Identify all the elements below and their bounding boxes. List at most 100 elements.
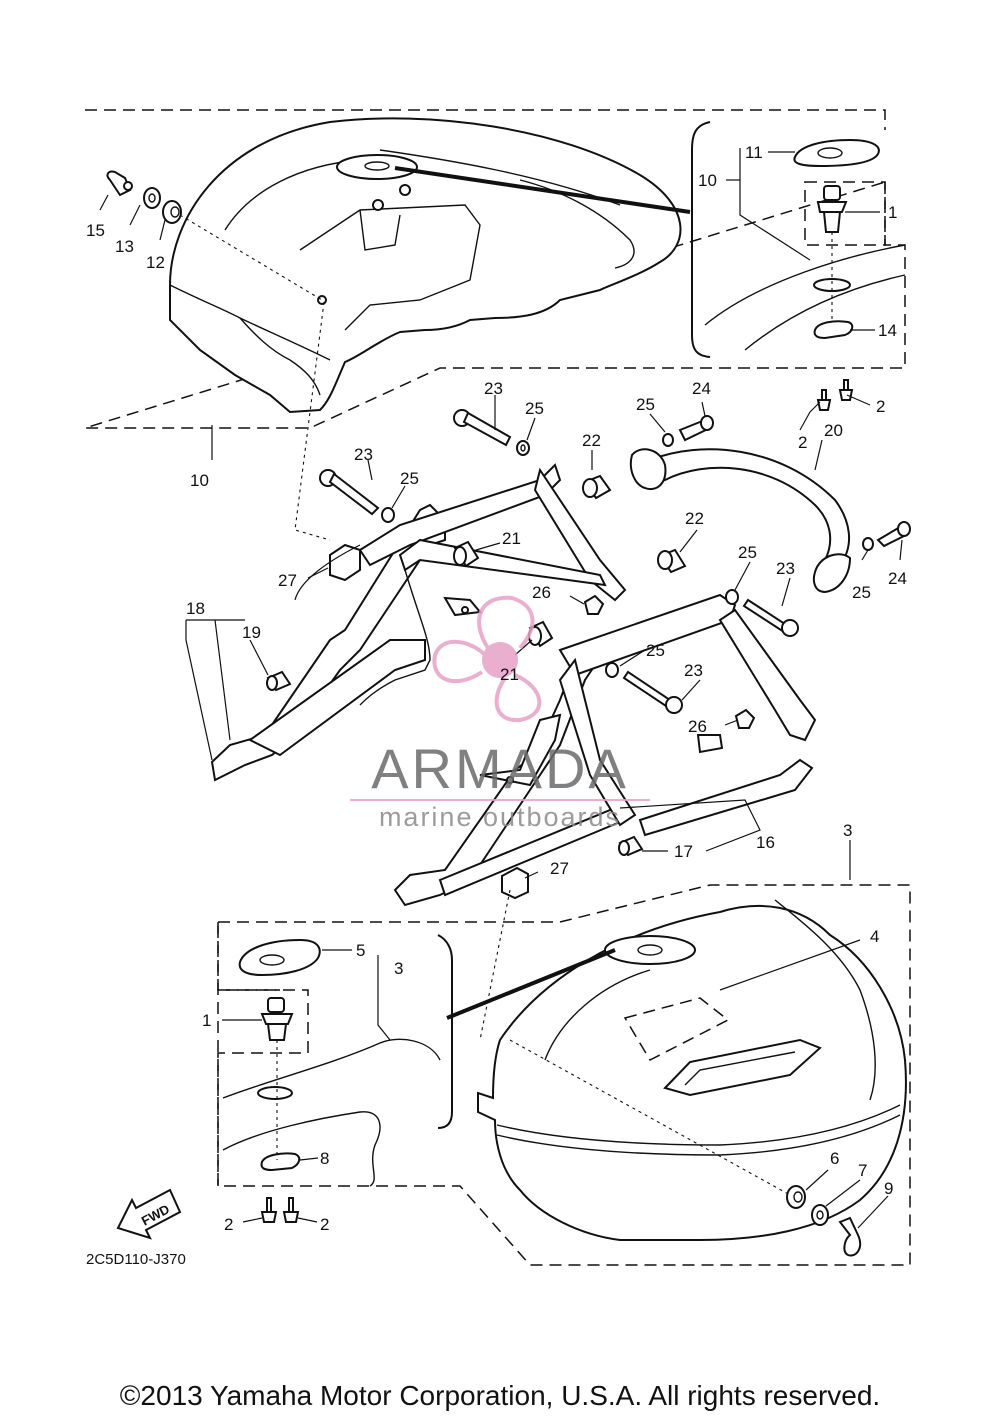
callout-14: 14	[878, 321, 897, 340]
copyright-notice: ©2013 Yamaha Motor Corporation, U.S.A. A…	[119, 1380, 881, 1411]
callout-labels: 11 10 1 14 2 2 15 13 12 10 23 25 25 24 2…	[86, 143, 907, 1234]
callout-23-d: 23	[684, 661, 703, 680]
callout-27-b: 27	[550, 859, 569, 878]
callout-9: 9	[884, 1179, 893, 1198]
part-17-cap	[618, 835, 644, 857]
callout-27-a: 27	[278, 571, 297, 590]
callout-20: 20	[824, 421, 843, 440]
part-1-lock-cylinder	[816, 185, 848, 233]
part-8-lock-plate	[260, 1152, 301, 1172]
callout-25-d: 25	[738, 543, 757, 562]
part-23-bolt-a	[453, 409, 512, 447]
lid-badge-right	[604, 935, 696, 965]
callout-19: 19	[242, 623, 261, 642]
callout-23-c: 23	[776, 559, 795, 578]
callout-1-top: 1	[888, 203, 897, 222]
callout-25-c: 25	[400, 469, 419, 488]
part-2-screw-b	[838, 379, 854, 401]
callout-2-c: 2	[224, 1215, 233, 1234]
part-6-grommet	[786, 1185, 806, 1209]
callout-12: 12	[146, 253, 165, 272]
callout-2-b: 2	[798, 433, 807, 452]
part-21-collar-a	[453, 540, 480, 568]
callout-22-b: 22	[685, 509, 704, 528]
callout-4: 4	[870, 927, 879, 946]
part-7-bolt	[811, 1204, 829, 1226]
callout-21-b: 21	[500, 665, 519, 684]
part-26-nut-a	[583, 594, 605, 615]
callout-23-b: 23	[354, 445, 373, 464]
part-22-collar-b	[657, 548, 687, 574]
leader-lines	[99, 148, 903, 1229]
right-saddlebag-assembly	[217, 544, 911, 1266]
part-27-clip-a	[329, 543, 361, 582]
part-23-bolt-b	[319, 469, 380, 516]
part-12-grommet	[162, 200, 182, 224]
part-25-washer-a	[516, 440, 530, 456]
watermark-tagline: marine outboards	[379, 802, 621, 832]
part-13-bolt	[143, 187, 161, 209]
part-2-screw-d	[282, 1197, 300, 1223]
part-19-cap	[266, 670, 292, 692]
part-1-lock-cylinder-lower	[260, 997, 294, 1041]
frame-assembly	[210, 448, 852, 907]
callout-6: 6	[830, 1149, 839, 1168]
callout-2-a: 2	[876, 397, 885, 416]
fasteners	[266, 409, 911, 900]
part-25-washer-b	[662, 433, 674, 447]
callout-25-a: 25	[525, 399, 544, 418]
callout-25-f: 25	[646, 641, 665, 660]
left-saddlebag-body	[169, 117, 682, 414]
callout-3-b: 3	[394, 959, 403, 978]
propeller-logo-icon	[432, 595, 542, 723]
part-23-bolt-c	[742, 598, 799, 637]
part-5-key-cover	[238, 938, 321, 977]
lid-badge	[336, 154, 418, 180]
fwd-arrow-icon: FWD	[116, 1188, 182, 1240]
part-9-hook	[838, 1216, 862, 1257]
left-saddlebag-assembly	[84, 109, 906, 541]
callout-22-a: 22	[582, 431, 601, 450]
callout-23-a: 23	[484, 379, 503, 398]
part-24-bolt-b	[876, 521, 911, 548]
part-25-washer-d	[725, 589, 739, 605]
callout-24-a: 24	[692, 379, 711, 398]
drawing-code: 2C5D110-J370	[86, 1251, 186, 1268]
part-22-collar-a	[582, 474, 612, 500]
watermark-brand: ARMADA	[371, 737, 629, 800]
callout-1-bottom: 1	[202, 1011, 211, 1030]
callout-7: 7	[858, 1161, 867, 1180]
part-25-washer-c	[381, 507, 395, 523]
part-11-key-cover	[793, 138, 880, 168]
callout-3-a: 3	[843, 821, 852, 840]
callout-10-top: 10	[698, 171, 717, 190]
part-25-washer-f	[605, 662, 619, 678]
callout-16: 16	[756, 833, 775, 852]
callout-21-a: 21	[502, 529, 521, 548]
armada-watermark: ARMADA marine outboards	[350, 595, 650, 832]
part-27-clip-b	[501, 866, 529, 900]
callout-2-d: 2	[320, 1215, 329, 1234]
part-25-washer-e	[862, 537, 874, 551]
callout-10-bottom: 10	[190, 471, 209, 490]
callout-8: 8	[320, 1149, 329, 1168]
callout-13: 13	[115, 237, 134, 256]
part-18-left-stay	[210, 503, 446, 782]
callout-18: 18	[186, 599, 205, 618]
callout-15: 15	[86, 221, 105, 240]
part-23-bolt-d	[622, 670, 683, 714]
callout-25-b: 25	[636, 395, 655, 414]
callout-26-b: 26	[688, 717, 707, 736]
callout-24-b: 24	[888, 569, 907, 588]
callout-25-e: 25	[852, 583, 871, 602]
part-24-bolt-a	[678, 415, 714, 442]
callout-26-a: 26	[532, 583, 551, 602]
part-2-screw-c	[260, 1197, 278, 1223]
part-26-nut-b	[734, 708, 756, 729]
callout-17: 17	[674, 842, 693, 861]
callout-11: 11	[745, 143, 763, 162]
right-saddlebag-handle	[663, 1038, 822, 1097]
part-2-screw-a	[816, 389, 832, 411]
part-14-lock-plate	[813, 320, 854, 340]
